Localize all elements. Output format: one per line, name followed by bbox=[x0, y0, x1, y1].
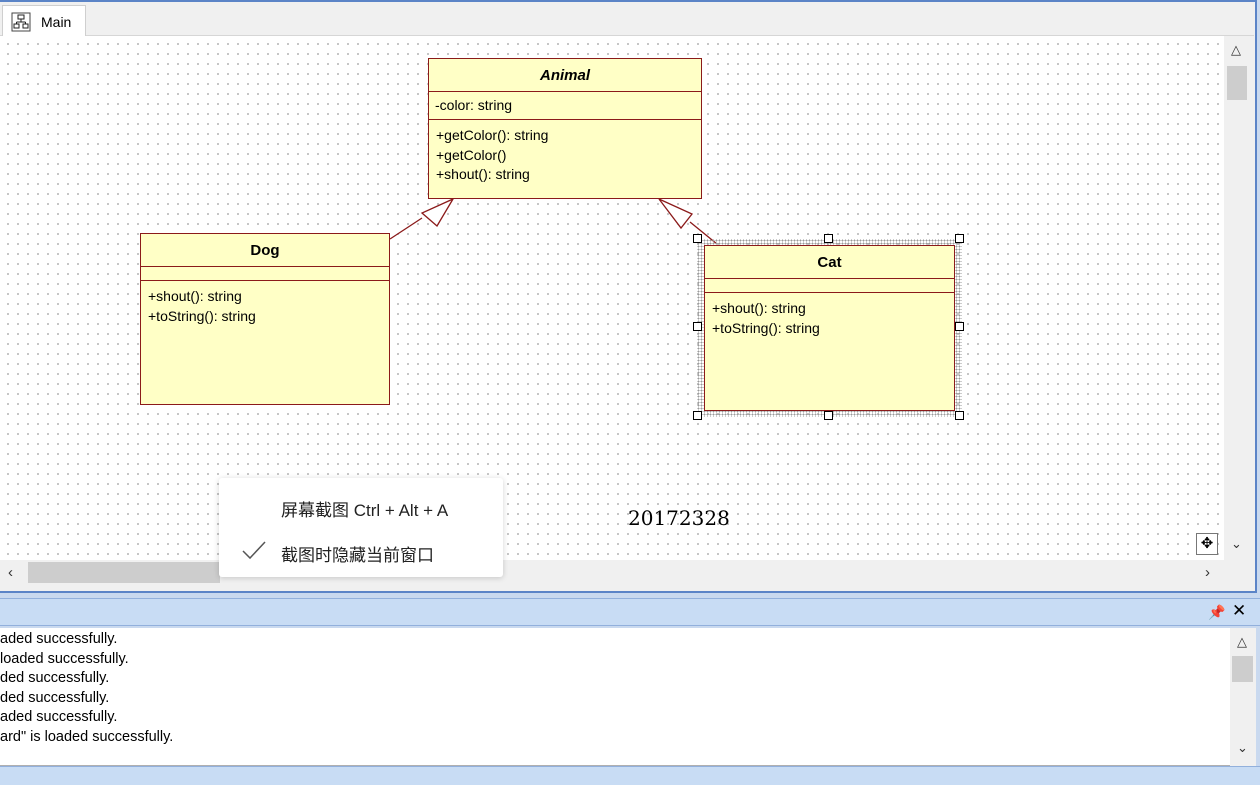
class-name-dog: Dog bbox=[141, 234, 389, 267]
log-line: ded successfully. bbox=[0, 670, 110, 686]
pin-icon[interactable]: 📌 bbox=[1208, 604, 1226, 620]
log-line: aded successfully. bbox=[0, 709, 118, 725]
uml-class-animal[interactable]: Animal -color: string +getColor(): strin… bbox=[428, 58, 702, 199]
operation-shout: +shout(): string bbox=[148, 288, 242, 304]
student-id-label: 20172328 bbox=[628, 506, 730, 530]
generalization-dog-animal[interactable] bbox=[389, 197, 455, 240]
output-scroll-thumb[interactable] bbox=[1232, 656, 1253, 682]
menu-item-label: 屏幕截图 Ctrl + Alt + A bbox=[281, 501, 449, 520]
resize-handle-n[interactable] bbox=[824, 234, 833, 243]
scroll-right-icon[interactable]: › bbox=[1205, 564, 1210, 581]
class-attributes-animal: -color: string bbox=[429, 92, 701, 120]
pan-navigator-icon[interactable]: ✥ bbox=[1196, 533, 1218, 555]
uml-class-dog[interactable]: Dog +shout(): string +toString(): string bbox=[140, 233, 390, 405]
class-name-cat: Cat bbox=[705, 246, 954, 279]
resize-handle-sw[interactable] bbox=[693, 411, 702, 420]
class-operations-animal: +getColor(): string +getColor() +shout()… bbox=[429, 120, 701, 191]
screenshot-context-menu: 屏幕截图 Ctrl + Alt + A 截图时隐藏当前窗口 bbox=[219, 478, 503, 577]
scroll-up-icon[interactable]: △ bbox=[1231, 42, 1241, 57]
tab-main-label: Main bbox=[41, 14, 72, 30]
resize-handle-w[interactable] bbox=[693, 322, 702, 331]
resize-handle-se[interactable] bbox=[955, 411, 964, 420]
status-strip bbox=[0, 766, 1260, 785]
resize-handle-s[interactable] bbox=[824, 411, 833, 420]
resize-handle-e[interactable] bbox=[955, 322, 964, 331]
scroll-down-icon[interactable]: ⌄ bbox=[1231, 536, 1242, 551]
close-icon[interactable]: ✕ bbox=[1232, 601, 1247, 620]
log-line: ded successfully. bbox=[0, 690, 110, 706]
tab-strip: Main bbox=[0, 2, 1254, 38]
menu-item-label: 截图时隐藏当前窗口 bbox=[281, 546, 434, 565]
vertical-scroll-thumb[interactable] bbox=[1227, 66, 1247, 100]
output-log[interactable]: aded successfully. loaded successfully. … bbox=[0, 628, 1230, 766]
horizontal-scroll-thumb[interactable] bbox=[28, 562, 220, 583]
class-attributes-cat bbox=[705, 279, 954, 293]
output-panel-header bbox=[0, 598, 1260, 626]
operation-tostring: +toString(): string bbox=[148, 307, 256, 324]
class-operations-dog: +shout(): string +toString(): string bbox=[141, 281, 389, 332]
generalization-cat-animal[interactable] bbox=[658, 198, 718, 245]
menu-item-hide-window[interactable]: 截图时隐藏当前窗口 bbox=[219, 533, 503, 569]
class-name-animal: Animal bbox=[429, 59, 701, 92]
log-line: loaded successfully. bbox=[0, 651, 129, 667]
class-operations-cat: +shout(): string +toString(): string bbox=[705, 293, 954, 344]
vertical-scrollbar[interactable]: △ ⌄ bbox=[1224, 36, 1251, 560]
output-vertical-scrollbar[interactable]: △ ⌄ bbox=[1230, 628, 1256, 766]
tab-main[interactable]: Main bbox=[2, 5, 86, 38]
log-line: ard" is loaded successfully. bbox=[0, 729, 174, 745]
scroll-left-icon[interactable]: ‹ bbox=[8, 564, 13, 581]
menu-item-screenshot[interactable]: 屏幕截图 Ctrl + Alt + A bbox=[219, 488, 503, 524]
operation-tostring: +toString(): string bbox=[712, 319, 820, 336]
attribute-color: -color: string bbox=[435, 97, 513, 113]
scroll-down-icon[interactable]: ⌄ bbox=[1237, 740, 1248, 755]
resize-handle-nw[interactable] bbox=[693, 234, 702, 243]
diagram-icon bbox=[11, 12, 31, 32]
operation-shout: +shout(): string bbox=[436, 166, 530, 182]
operation-getcolor-string: +getColor(): string bbox=[436, 127, 549, 143]
scroll-up-icon[interactable]: △ bbox=[1237, 634, 1247, 649]
uml-class-cat[interactable]: Cat +shout(): string +toString(): string bbox=[704, 245, 955, 411]
resize-handle-ne[interactable] bbox=[955, 234, 964, 243]
operation-shout: +shout(): string bbox=[712, 300, 806, 316]
operation-getcolor: +getColor() bbox=[436, 146, 507, 163]
class-attributes-dog bbox=[141, 267, 389, 281]
log-line: aded successfully. bbox=[0, 631, 118, 647]
check-icon bbox=[242, 541, 266, 560]
diagram-canvas[interactable]: Animal -color: string +getColor(): strin… bbox=[0, 36, 1224, 560]
